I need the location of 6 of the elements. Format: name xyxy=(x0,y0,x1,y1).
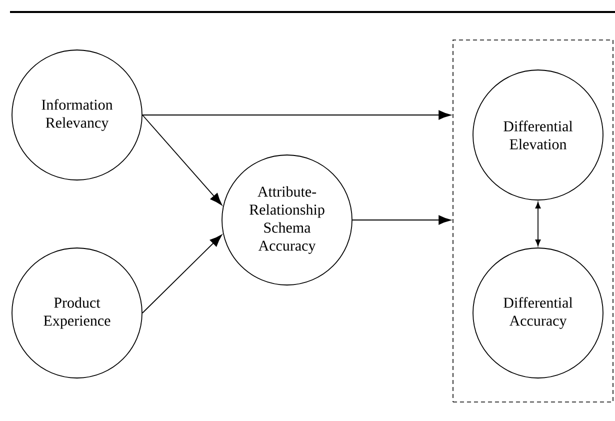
arrow xyxy=(142,114,222,206)
arrow xyxy=(535,202,541,246)
arrow xyxy=(352,215,452,225)
dashed-box xyxy=(452,40,614,402)
arrow xyxy=(142,234,222,314)
arrow xyxy=(142,110,452,120)
